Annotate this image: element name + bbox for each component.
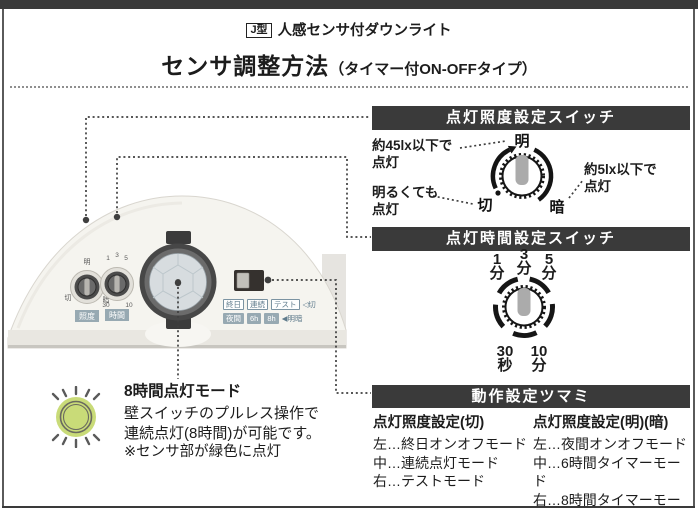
svg-text:10: 10 <box>125 302 133 309</box>
illuminance-dial-diagram: 明 切 暗 <box>477 133 564 216</box>
svg-text:切: 切 <box>477 197 492 214</box>
mode-labels-row1: 終日 連続 テスト ◁切 <box>223 299 316 310</box>
svg-text:切: 切 <box>65 294 72 302</box>
note-8h-mode: 8時間点灯モード 壁スイッチのプルレス操作で 連続点灯(8時間)が可能です。 ※… <box>124 383 321 460</box>
right-rule <box>693 9 695 507</box>
mode-column-bright-dark: 点灯照度設定(明)(暗) 左…夜間オンオフモード 中…6時間タイマーモード 右…… <box>533 415 687 512</box>
dial-slot <box>517 288 531 316</box>
bottom-rule <box>2 506 695 508</box>
housing-notch <box>145 321 211 347</box>
dome-top-tab <box>166 231 191 244</box>
dial-slot <box>515 155 529 185</box>
illuminance-caption-box <box>75 310 99 322</box>
device-photo: 明 切 暗 照度 1 3 5 30 10 時間 <box>7 195 347 349</box>
svg-text:1: 1 <box>106 255 110 262</box>
mode-slide-switch <box>234 270 264 291</box>
product-name: 人感センサ付ダウンライト <box>277 23 452 39</box>
time-caption-box <box>105 309 129 321</box>
svg-text:3: 3 <box>115 252 119 259</box>
dome-facets <box>152 254 204 309</box>
mode-labels-row2: 夜間 6h 8h ◀明暗 <box>223 313 302 324</box>
time-dial-diagram <box>493 276 555 338</box>
panel-mode-title: 動作設定ツマミ <box>372 385 690 408</box>
type-badge: J型 <box>246 23 272 38</box>
device-illuminance-knob: 明 切 暗 照度 <box>65 258 110 322</box>
svg-text:30: 30 <box>102 302 110 309</box>
panel-illuminance-title: 点灯照度設定スイッチ <box>372 106 690 130</box>
dial-arrowhead <box>507 145 517 154</box>
leader-time-knob <box>116 156 371 238</box>
leader-dim-to-bright <box>459 140 507 149</box>
label-even-bright: 明るくても点灯 <box>372 185 439 217</box>
svg-text:暗: 暗 <box>103 295 110 304</box>
svg-text:時間: 時間 <box>109 311 125 320</box>
device-time-knob: 1 3 5 30 10 時間 <box>100 252 134 321</box>
svg-text:暗: 暗 <box>549 198 564 216</box>
leader-illuminance-knob <box>85 116 371 216</box>
product-line: J型人感センサ付ダウンライト <box>0 19 698 40</box>
top-rule <box>0 0 698 9</box>
mode-column-off: 点灯照度設定(切) 左…終日オンオフモード 中…連続点灯モード 右…テストモード <box>373 415 527 489</box>
leader-dark-to-5lx <box>568 179 584 199</box>
leader-always-to-off <box>432 195 474 205</box>
housing-highlight <box>16 201 183 329</box>
svg-text:照度: 照度 <box>79 311 95 321</box>
green-glow-icon <box>51 386 101 448</box>
svg-text:明: 明 <box>514 133 529 150</box>
page-title: センサ調整方法（タイマー付ON-OFFタイプ） <box>161 53 537 79</box>
label-45lx: 約45lx以下で点灯 <box>372 138 453 170</box>
header: J型人感センサ付ダウンライト センサ調整方法（タイマー付ON-OFFタイプ） <box>0 19 698 81</box>
dotted-separator <box>10 86 688 88</box>
svg-text:5: 5 <box>124 255 128 262</box>
leader-mode-switch <box>272 279 371 394</box>
svg-text:明: 明 <box>84 258 91 266</box>
left-rule <box>2 9 4 507</box>
label-5lx: 約5lx以下で点灯 <box>584 162 657 194</box>
panel-time-title: 点灯時間設定スイッチ <box>372 227 690 251</box>
